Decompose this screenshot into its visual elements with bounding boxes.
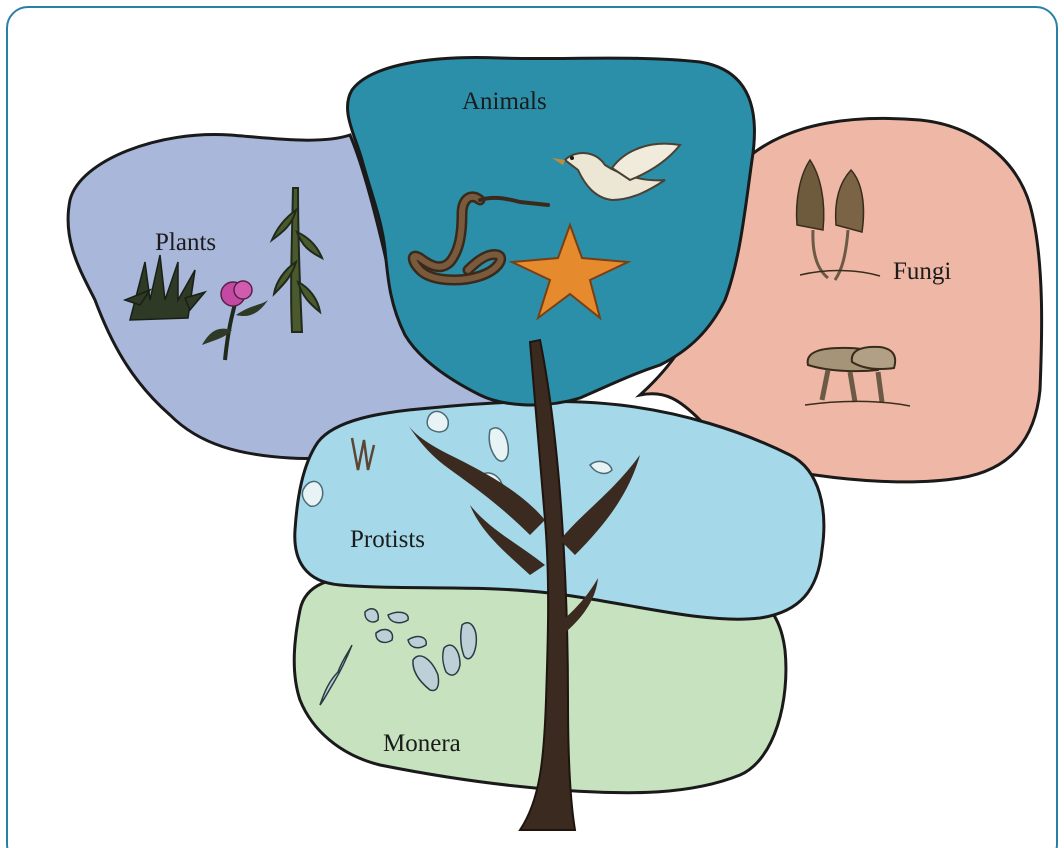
animals-label: Animals [462, 88, 547, 115]
plants-label: Plants [155, 229, 216, 256]
fungi-label: Fungi [893, 258, 951, 285]
protists-label: Protists [350, 526, 425, 553]
monera-label: Monera [383, 730, 461, 757]
